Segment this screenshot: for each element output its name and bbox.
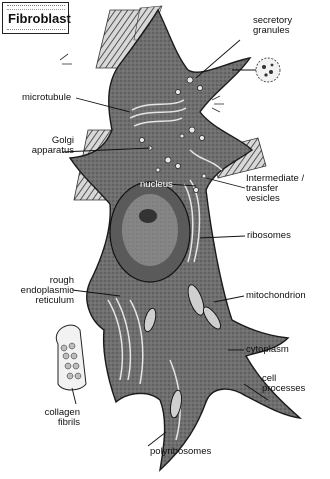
label-polyribosomes: polyribosomes xyxy=(150,447,211,457)
label-ribosomes: ribosomes xyxy=(247,231,291,241)
title-box: Fibroblast xyxy=(2,2,69,34)
label-collagen-fibrils: collagen fibrils xyxy=(30,408,80,428)
label-golgi-apparatus: Golgi apparatus xyxy=(18,136,74,156)
label-rough-endoplasmic-reticulum: rough endoplasmic reticulum xyxy=(8,276,74,306)
label-cytoplasm: cytoplasm xyxy=(246,345,289,355)
title-rule-bottom xyxy=(7,29,65,32)
nucleus-shape xyxy=(110,182,190,282)
title-rule-top xyxy=(7,5,65,10)
label-nucleus: nucleus xyxy=(140,180,173,190)
label-secretory-granules: secretory granules xyxy=(253,16,292,36)
diagram-title: Fibroblast xyxy=(8,11,71,27)
label-intermediate-transfer-vesicles: Intermediate / transfer vesicles xyxy=(246,174,304,204)
label-cell-processes: cell processes xyxy=(262,374,305,394)
secretory-granule-detail xyxy=(256,58,280,82)
collagen-fibrils xyxy=(56,325,86,390)
label-mitochondrion: mitochondrion xyxy=(246,291,306,301)
label-microtubule: microtubule xyxy=(22,93,71,103)
